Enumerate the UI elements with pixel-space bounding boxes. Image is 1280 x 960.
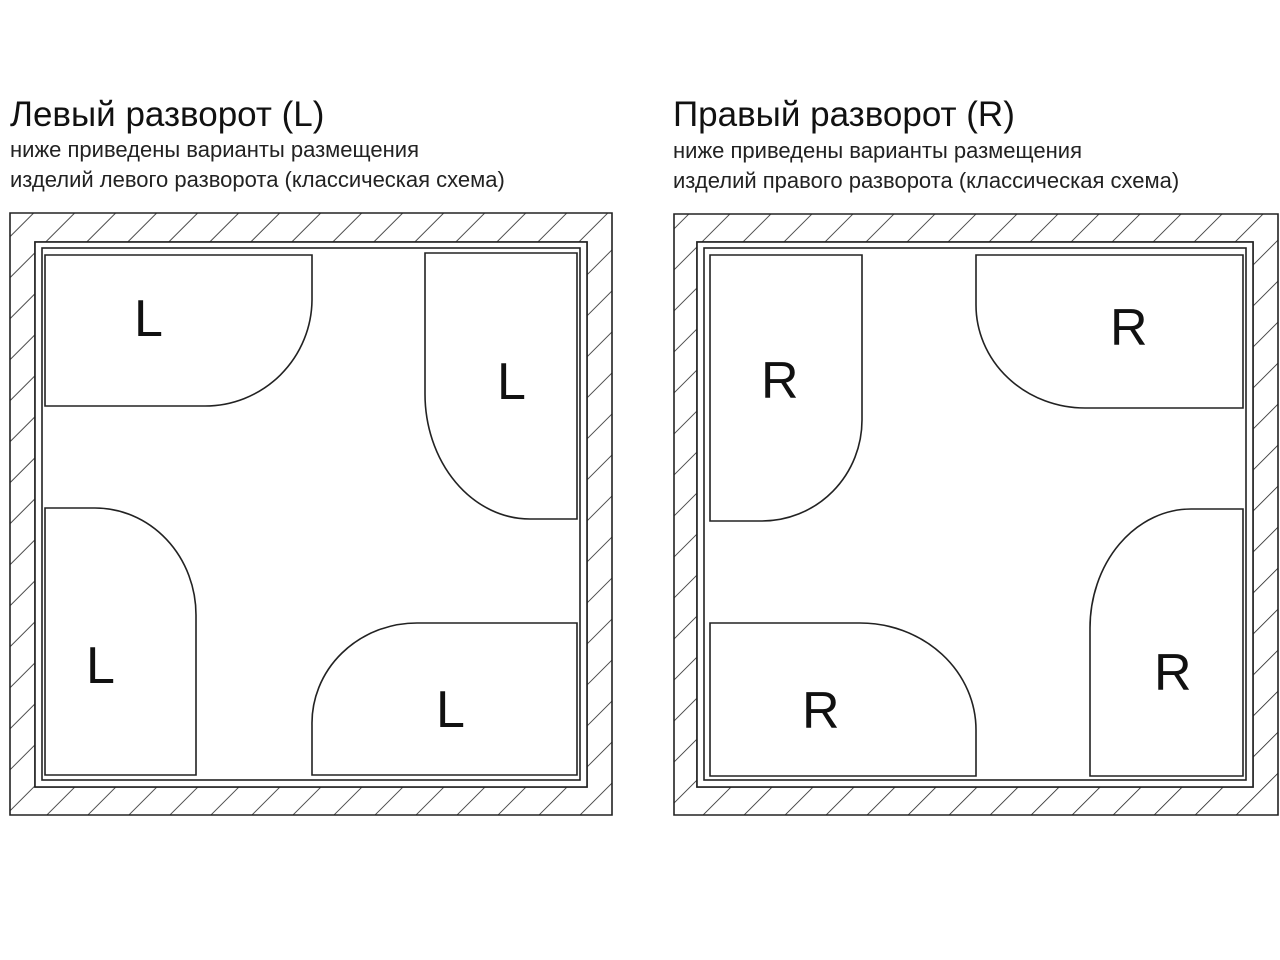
right-subtitle-line1: ниже приведены варианты размещения xyxy=(673,138,1082,163)
left-item-top-right-label: L xyxy=(497,353,526,411)
left-room-diagram: L L L L xyxy=(9,212,613,816)
right-room-diagram: R R R R xyxy=(673,213,1279,816)
right-item-top-right xyxy=(975,254,1244,409)
left-item-bottom-right-label: L xyxy=(436,681,465,739)
right-title: Правый разворот (R) xyxy=(673,95,1015,134)
right-item-top-right-label: R xyxy=(1110,299,1148,357)
left-item-bottom-right xyxy=(311,622,578,776)
right-item-top-left-label: R xyxy=(761,352,799,410)
right-item-bottom-right xyxy=(1089,508,1244,777)
right-item-bottom-right-label: R xyxy=(1154,644,1192,702)
left-subtitle-line1: ниже приведены варианты размещения xyxy=(10,137,419,162)
right-room-inner-outline xyxy=(703,247,1247,781)
left-title: Левый разворот (L) xyxy=(10,95,325,134)
left-item-top-right xyxy=(424,252,578,520)
right-item-bottom-left xyxy=(709,622,977,777)
left-item-bottom-left-label: L xyxy=(86,637,115,695)
left-item-bottom-left xyxy=(44,507,197,776)
left-subtitle-line2: изделий левого разворота (классическая с… xyxy=(10,167,505,192)
left-room-inner-outline xyxy=(41,247,581,781)
left-item-top-left-label: L xyxy=(134,290,163,348)
right-item-bottom-left-label: R xyxy=(802,682,840,740)
left-item-top-left xyxy=(44,254,313,407)
right-item-top-left xyxy=(709,254,863,522)
right-subtitle-line2: изделий правого разворота (классическая … xyxy=(673,168,1180,193)
